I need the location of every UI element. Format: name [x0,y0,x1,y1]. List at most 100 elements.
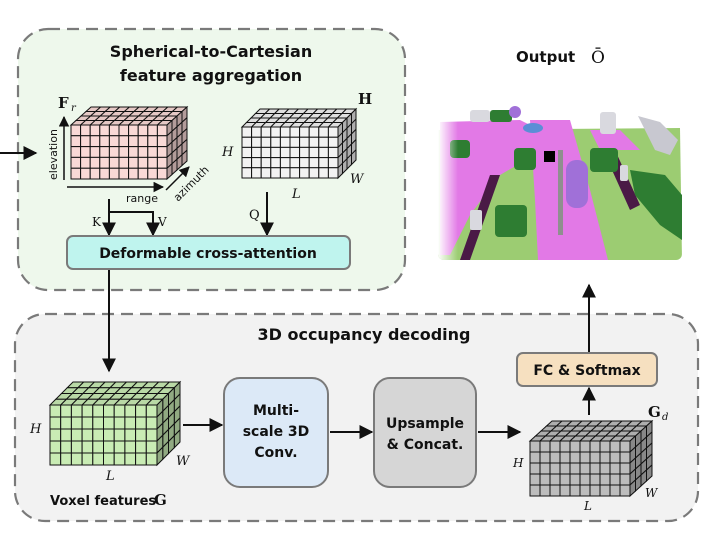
multiscale-conv-block: Multi- scale 3D Conv. [223,377,329,488]
voxel-front-face [308,136,320,148]
voxel-front-face [599,451,611,464]
voxel-front-face [270,157,281,169]
voxel-front-face [89,156,101,169]
voxel-front-face [81,452,94,466]
value-arrow [109,211,160,237]
upsample-block: Upsample & Concat. [373,377,477,488]
voxel-front-face [124,440,137,454]
voxel-front-face [81,404,94,418]
voxel-front-face [124,404,137,418]
query-label: Q [249,208,260,223]
voxel-front-face [599,462,611,475]
voxel-front-face [49,416,62,430]
voxel-queries-dim-l: L [291,187,301,202]
voxel-front-face [113,404,126,418]
road-region-right [590,130,640,150]
voxel-front-face [308,167,320,179]
range-features-tensor [69,105,189,181]
voxel-front-face [81,440,94,454]
voxel-front-face [137,146,149,158]
voxel-front-face [108,135,120,148]
voxel-front-face [529,484,541,497]
voxel-front-face [299,136,310,148]
voxel-front-face [299,126,310,138]
voxel-front-face [289,167,301,179]
voxel-front-face [619,451,631,464]
output-occupancy-render [438,100,682,260]
elevation-axis-label: elevation [47,129,60,180]
voxel-front-face [619,462,631,475]
car [566,160,588,208]
object-purple [509,106,521,118]
voxel-front-face [619,473,631,486]
voxel-front-face [589,451,601,464]
fc-softmax-block: FC & Softmax [516,352,658,387]
voxel-front-face [241,126,253,138]
voxel-front-face [539,440,551,453]
range-axis-label: range [126,192,158,205]
voxel-front-face [92,440,104,454]
voxel-front-face [289,146,301,159]
voxel-front-face [251,126,262,138]
voxel-front-face [70,440,83,454]
building [470,210,482,230]
voxel-front-face [251,136,262,148]
voxel-features-tensor [48,380,182,467]
voxel-front-face [270,126,281,138]
tree-row [630,170,682,240]
voxel-front-face [145,440,158,454]
cross-attention-label: Deformable cross-attention [99,246,317,262]
voxel-front-face [609,473,621,486]
voxel-front-face [559,484,571,497]
voxel-front-face [147,167,158,180]
voxel-front-face [70,404,83,418]
voxel-front-face [156,146,168,158]
voxel-front-face [270,146,281,159]
voxel-front-face [103,428,115,442]
cross-attention-box [66,235,351,270]
voxel-front-face [124,428,137,442]
voxel-front-face [80,146,91,158]
building [470,110,490,122]
voxel-front-face [529,440,541,453]
voxel-front-face [135,404,147,418]
voxel-front-face [589,484,601,497]
voxel-features-dim-l: L [105,469,115,484]
voxel-front-face [99,135,110,148]
voxel-front-face [124,452,137,466]
decoding-title: 3D occupancy decoding [257,325,470,344]
voxel-front-face [135,440,147,454]
voxel-front-face [70,135,82,148]
voxel-front-face [529,451,541,464]
voxel-front-face [241,157,253,169]
voxel-front-face [118,167,130,180]
voxel-front-face [135,416,147,430]
voxel-front-face [609,484,621,497]
voxel-front-face [599,484,611,497]
voxel-front-face [118,135,130,148]
voxel-front-face [145,452,158,466]
range-features-label: F [58,94,69,112]
voxel-front-face [137,135,149,148]
voxel-queries-label: H [358,90,372,108]
building [638,116,678,155]
voxel-front-face [241,136,253,148]
pole [558,150,563,235]
voxel-front-face [308,126,320,138]
voxel-features-label: G [154,491,167,509]
voxel-front-face [589,462,601,475]
voxel-front-face [99,156,110,169]
upsample-line1: Upsample [386,416,464,432]
decoded-features-label: G [648,403,661,421]
voxel-front-face [318,167,329,179]
voxel-front-face [569,451,581,464]
voxel-front-face [70,167,82,180]
voxel-front-face [80,124,91,137]
multiscale-conv-box [223,377,329,488]
voxel-front-face [70,452,83,466]
voxel-front-face [327,167,339,179]
voxel-front-face [81,416,94,430]
voxel-front-face [539,462,551,475]
voxel-front-face [147,146,158,158]
voxel-front-face [609,451,621,464]
